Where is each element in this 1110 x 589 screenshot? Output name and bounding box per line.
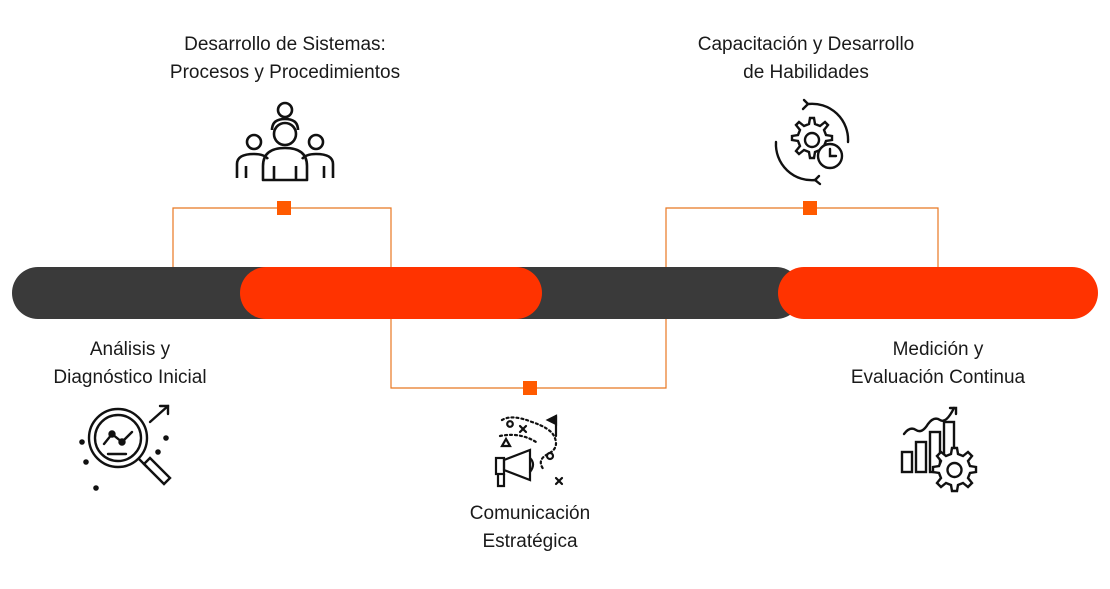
connector-bottom-middle [390, 319, 667, 389]
marker-bottom-middle [523, 381, 537, 395]
growth-chart-gear-icon [896, 404, 982, 494]
step-label-capacitacion: Capacitación y Desarrollo de Habilidades [697, 34, 915, 83]
timeline-segment-2 [778, 267, 1098, 319]
magnifier-analytics-icon [78, 402, 178, 494]
marker-top-left [277, 201, 291, 215]
team-people-icon [232, 100, 338, 182]
connector-top-right [665, 207, 939, 267]
timeline-segment-1 [240, 267, 542, 319]
marker-top-right [803, 201, 817, 215]
connector-top-left [172, 207, 392, 267]
megaphone-strategy-icon [490, 412, 570, 490]
step-label-analisis: Análisis y Diagnóstico Inicial [53, 339, 207, 388]
gear-cycle-clock-icon [770, 98, 854, 186]
step-label-desarrollo-sistemas: Desarrollo de Sistemas: Procesos y Proce… [169, 34, 401, 83]
step-label-comunicacion: Comunicación Estratégica [469, 503, 591, 552]
step-label-medicion: Medición y Evaluación Continua [850, 339, 1026, 388]
